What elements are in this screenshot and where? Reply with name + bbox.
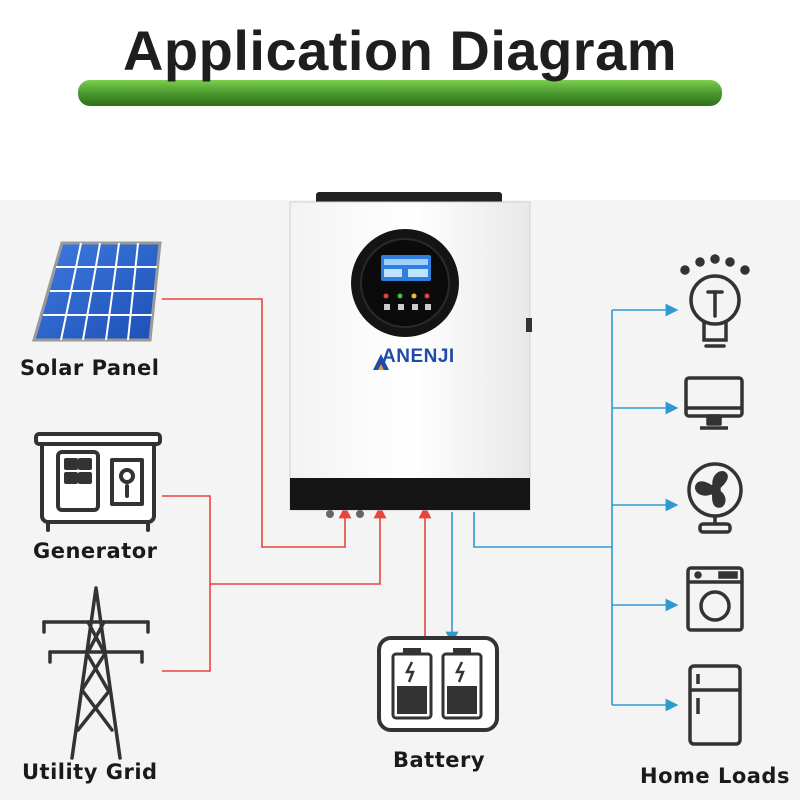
battery-label: Battery [393, 748, 485, 772]
generator-icon [36, 434, 160, 530]
generator-label: Generator [33, 539, 158, 563]
title-underline-bar [78, 80, 722, 106]
page-title: Application Diagram [0, 18, 800, 83]
inverter-brand-logo: ANENJI [382, 346, 455, 368]
home-loads-label: Home Loads [640, 764, 790, 788]
utility-grid-label: Utility Grid [22, 760, 158, 784]
solar-panel-label: Solar Panel [20, 356, 159, 380]
battery-icon [379, 638, 497, 730]
